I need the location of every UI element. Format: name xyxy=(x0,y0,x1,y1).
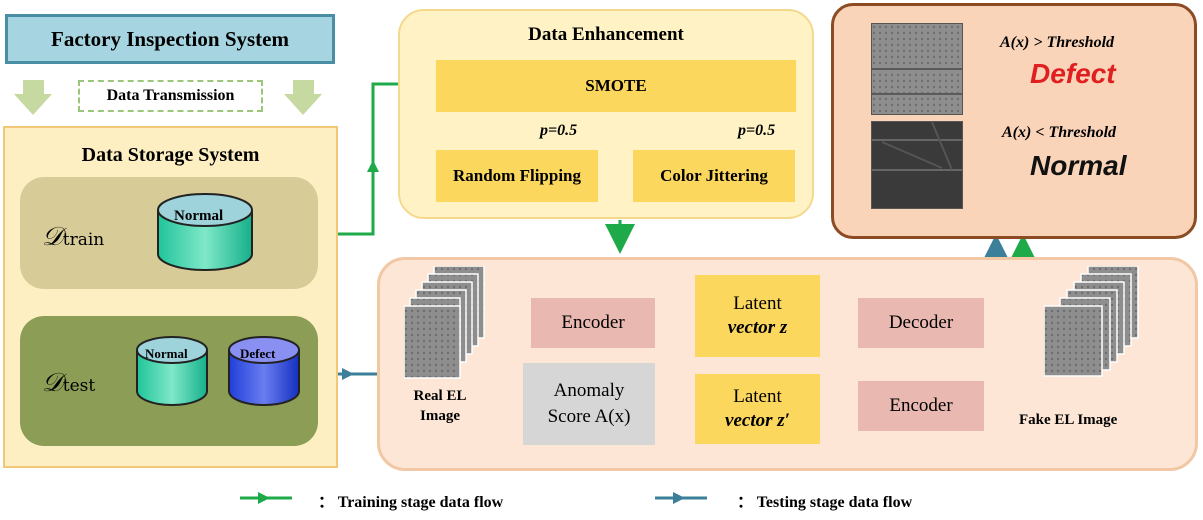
decoder-label: Decoder xyxy=(888,312,954,333)
smote-box: SMOTE xyxy=(436,60,796,112)
enhancement-title: Data Enhancement xyxy=(528,24,684,45)
transmission-arrow-left xyxy=(14,80,52,115)
fake-el-image-caption: Fake EL Image xyxy=(1019,412,1118,428)
encoder-box: Encoder xyxy=(531,298,655,348)
train-label: 𝒟train xyxy=(42,222,105,252)
defect-result: Defect xyxy=(1030,58,1116,89)
data-transmission-label: Data Transmission xyxy=(78,80,263,112)
train-db-label: Normal xyxy=(174,208,224,224)
transmission-arrow-right xyxy=(284,80,322,115)
smote-label: SMOTE xyxy=(585,76,647,95)
jitter-label: Color Jittering xyxy=(660,166,768,185)
second-encoder-label: Encoder xyxy=(889,395,953,416)
defect-sample-image xyxy=(871,23,963,115)
transmission-text: Data Transmission xyxy=(106,87,235,104)
random-flipping-box: Random Flipping xyxy=(436,150,598,202)
normal-sample-image xyxy=(871,121,963,209)
decoder-box: Decoder xyxy=(858,298,984,348)
defect-condition: A(x) > Threshold xyxy=(1000,34,1115,51)
real-el-image-stack xyxy=(404,266,485,379)
train-normal-database-icon xyxy=(157,193,253,271)
p-left-label: p=0.5 xyxy=(540,122,578,139)
test-db-normal-label: Normal xyxy=(145,346,188,361)
test-label: 𝒟test xyxy=(42,368,96,398)
test-defect-database-icon xyxy=(228,336,300,406)
color-jittering-box: Color Jittering xyxy=(633,150,795,202)
test-db-defect-label: Defect xyxy=(240,346,276,361)
factory-inspection-box: Factory Inspection System xyxy=(5,14,335,64)
second-encoder-box: Encoder xyxy=(858,381,984,431)
storage-title: Data Storage System xyxy=(81,144,260,166)
legend-training-label: ： Training stage data flow xyxy=(318,494,504,511)
normal-condition: A(x) < Threshold xyxy=(1002,124,1117,141)
legend-testing-label: ： Testing stage data flow xyxy=(737,494,913,511)
encoder-label: Encoder xyxy=(561,312,625,333)
factory-title: Factory Inspection System xyxy=(51,26,289,51)
test-normal-database-icon xyxy=(136,336,208,406)
flip-label: Random Flipping xyxy=(452,166,581,185)
normal-result: Normal xyxy=(1030,150,1127,181)
fake-el-image-stack xyxy=(1044,266,1139,377)
p-right-label: p=0.5 xyxy=(738,122,776,139)
